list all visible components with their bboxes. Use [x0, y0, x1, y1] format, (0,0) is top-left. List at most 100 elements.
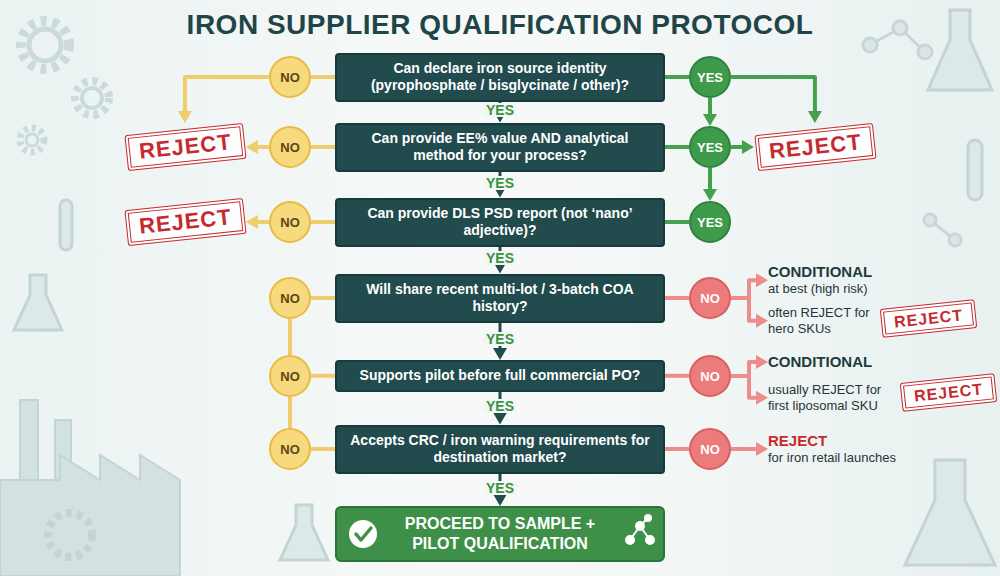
- arrow-head: [703, 189, 717, 201]
- arrow-head: [756, 355, 768, 369]
- connector: [311, 77, 335, 78]
- connector-line: [311, 447, 335, 451]
- arrow-head: [756, 314, 768, 328]
- connector: [703, 98, 717, 126]
- question-box: Will share recent multi-lot / 3-batch CO…: [335, 274, 665, 323]
- connector: [703, 168, 717, 201]
- arrow-head: [493, 348, 507, 360]
- reject-stamp: REJECT: [124, 123, 246, 172]
- question-box: Supports pilot before full commercial PO…: [335, 360, 665, 392]
- node-text: REJECT: [137, 204, 232, 240]
- connector: [178, 77, 269, 123]
- arrow-head: [703, 114, 717, 126]
- edge-label: YES: [483, 176, 517, 190]
- connector: [665, 449, 689, 450]
- connector: [731, 298, 768, 328]
- node-text: REJECT: [893, 305, 964, 331]
- yes-circle: YES: [689, 201, 731, 243]
- edge-label: YES: [483, 103, 517, 117]
- question-box: Can declare iron source identity (pyroph…: [335, 53, 665, 102]
- connector: [731, 77, 822, 123]
- node-text: REJECT: [913, 379, 984, 405]
- connector: [665, 147, 689, 148]
- connector: [311, 375, 335, 376]
- node-text: NO: [280, 442, 300, 457]
- connector: [731, 273, 768, 298]
- reject-stamp: REJECT: [124, 198, 246, 247]
- arrow-head: [246, 215, 258, 229]
- edge-label: YES: [483, 251, 517, 265]
- edge-label: YES: [483, 481, 517, 495]
- node-text: often REJECT for hero SKUs: [768, 305, 876, 338]
- connector: [665, 375, 689, 376]
- node-text: Will share recent multi-lot / 3-batch CO…: [345, 281, 655, 316]
- question-box: Can provide EE% value AND analytical met…: [335, 123, 665, 172]
- no-circle: NO: [689, 277, 731, 319]
- no-circle: NO: [269, 355, 311, 397]
- arrow-head: [246, 140, 258, 154]
- outcome-note: often REJECT for hero SKUs: [768, 305, 876, 338]
- connector-line: [311, 220, 335, 224]
- outcome-note: CONDITIONAL: [768, 353, 872, 371]
- connector: [290, 397, 291, 428]
- node-text: NO: [280, 291, 300, 306]
- node-text: REJECT: [768, 432, 896, 450]
- question-box: Accepts CRC / iron warning requirements …: [335, 425, 665, 474]
- node-text: NO: [280, 215, 300, 230]
- node-text: Can provide DLS PSD report (not ‘nano’ a…: [345, 205, 655, 240]
- reject-stamp: REJECT: [899, 373, 997, 412]
- edge-label: YES: [483, 399, 517, 413]
- edge-label: YES: [483, 332, 517, 346]
- node-text: Can provide EE% value AND analytical met…: [345, 130, 655, 165]
- connector: [311, 222, 335, 223]
- arrow-head: [493, 413, 507, 425]
- node-text: Supports pilot before full commercial PO…: [345, 367, 655, 385]
- connector: [731, 442, 768, 456]
- node-text: Accepts CRC / iron warning requirements …: [345, 432, 655, 467]
- arrow-head: [808, 111, 822, 123]
- connector-line: [708, 168, 712, 191]
- yes-circle: YES: [689, 126, 731, 168]
- node-text: at best (high risk): [768, 281, 872, 297]
- node-text: NO: [700, 369, 720, 384]
- connector-line: [665, 447, 689, 451]
- connector: [665, 298, 689, 299]
- outcome-note: usually REJECT for first liposomal SKU: [768, 382, 898, 415]
- connector-line: [731, 362, 758, 376]
- node-text: NO: [700, 442, 720, 457]
- node-text: for iron retail launches: [768, 450, 896, 466]
- node-text: PROCEED TO SAMPLE + PILOT QUALIFICATION: [387, 514, 613, 554]
- connector: [731, 355, 768, 376]
- connector: [246, 215, 269, 229]
- arrow-head: [178, 111, 192, 123]
- no-circle: NO: [269, 126, 311, 168]
- node-text: usually REJECT for first liposomal SKU: [768, 382, 898, 415]
- connector-line: [288, 397, 292, 428]
- connector-line: [731, 447, 758, 451]
- connector: [311, 298, 335, 299]
- connector-line: [708, 98, 712, 116]
- connector-line: [731, 77, 815, 113]
- connector: [290, 319, 291, 355]
- connector-line: [185, 77, 269, 113]
- diagram-title: IRON SUPPLIER QUALIFICATION PROTOCOL: [0, 9, 1000, 41]
- no-circle: NO: [269, 277, 311, 319]
- node-text: YES: [697, 140, 723, 155]
- no-circle: NO: [689, 355, 731, 397]
- node-text: YES: [697, 70, 723, 85]
- connector-line: [665, 145, 689, 149]
- node-text: NO: [280, 70, 300, 85]
- connector-line: [665, 220, 689, 224]
- connector-line: [731, 298, 758, 321]
- connector: [665, 77, 689, 78]
- no-circle: NO: [269, 201, 311, 243]
- node-text: NO: [280, 369, 300, 384]
- node-text: CONDITIONAL: [768, 263, 872, 281]
- yes-circle: YES: [689, 56, 731, 98]
- proceed-box: PROCEED TO SAMPLE + PILOT QUALIFICATION: [335, 506, 665, 562]
- outcome-note: REJECTfor iron retail launches: [768, 432, 896, 466]
- connector-line: [731, 280, 758, 298]
- connector-line: [311, 296, 335, 300]
- connector-line: [288, 319, 292, 355]
